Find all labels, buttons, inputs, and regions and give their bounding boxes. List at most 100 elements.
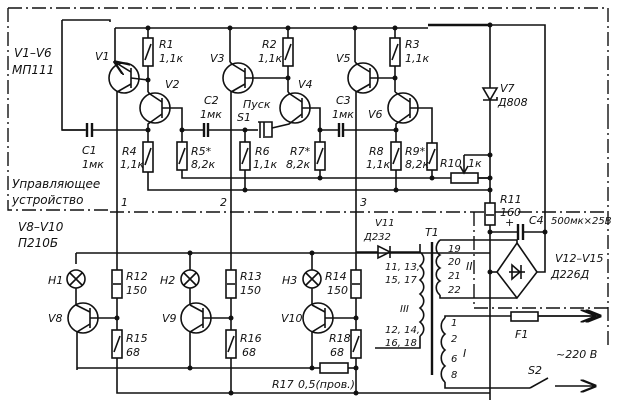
svg-text:S1: S1: [237, 111, 251, 124]
resistor-R8: R8 1,1к: [366, 130, 402, 190]
transistor-V4: V4: [271, 78, 321, 130]
svg-text:Д232: Д232: [363, 232, 391, 243]
svg-text:II: II: [466, 260, 473, 273]
svg-text:+: +: [505, 216, 514, 229]
node-label-3: 3: [360, 196, 367, 209]
resistor-R12: R12 150: [111, 269, 148, 299]
svg-text:R3: R3: [405, 38, 420, 51]
resistor-R5: R5* 8,2к: [176, 130, 320, 179]
svg-text:V8: V8: [48, 312, 63, 325]
svg-text:R6: R6: [255, 145, 270, 158]
svg-text:R8: R8: [369, 145, 384, 158]
svg-text:III: III: [400, 304, 409, 315]
transistor-V6: V6: [368, 91, 433, 143]
transistor-V2: V2: [139, 78, 183, 130]
svg-text:22: 22: [448, 285, 461, 296]
power-transistors-ref: V8–V10: [18, 220, 64, 234]
svg-text:150: 150: [240, 284, 261, 297]
svg-text:T1: T1: [425, 226, 439, 239]
control-transistors-type: МП111: [12, 63, 54, 77]
resistor-R7: R7* 8,2к: [286, 130, 326, 178]
svg-text:C2: C2: [204, 94, 219, 107]
svg-text:8,2к: 8,2к: [191, 158, 215, 171]
svg-text:11, 13,: 11, 13,: [385, 262, 420, 273]
svg-text:R16: R16: [240, 332, 262, 345]
resistor-R1: R1 1,1к: [142, 37, 183, 67]
svg-text:R18: R18: [329, 332, 351, 345]
lamp-H3: H3: [282, 269, 322, 289]
svg-text:V6: V6: [368, 108, 383, 121]
svg-text:C4: C4: [529, 214, 544, 227]
transformer-winding-I: 1 2 6 8 I: [440, 316, 600, 389]
lamp-H1: H1: [48, 269, 86, 289]
svg-text:R2: R2: [262, 38, 277, 51]
svg-text:1,1к: 1,1к: [159, 52, 183, 65]
svg-text:R12: R12: [126, 270, 148, 283]
svg-text:R17: R17: [272, 378, 294, 391]
svg-text:I: I: [463, 347, 466, 360]
node-label-2: 2: [220, 196, 227, 209]
svg-text:21: 21: [448, 271, 461, 282]
resistor-R17: R17 0,5(пров.): [272, 362, 356, 391]
resistor-R15: R15 68: [111, 329, 148, 359]
svg-text:H1: H1: [48, 274, 63, 287]
transistor-V1: V1: [95, 50, 149, 120]
svg-text:150: 150: [327, 284, 348, 297]
control-unit-label-2: устройство: [11, 193, 83, 207]
svg-text:R1: R1: [159, 38, 174, 51]
svg-text:2: 2: [451, 334, 457, 345]
switch-S1-start[interactable]: Пуск S1: [237, 98, 273, 138]
resistor-R18: R18 68: [329, 329, 362, 359]
svg-text:68: 68: [126, 346, 140, 359]
transistor-V10: V10: [281, 302, 356, 368]
resistor-R9: R9* 8,2к: [405, 142, 438, 178]
capacitor-C1: C1 1мк: [62, 123, 148, 171]
svg-text:V10: V10: [281, 312, 303, 325]
svg-text:1,1к: 1,1к: [253, 158, 277, 171]
svg-text:6: 6: [451, 354, 457, 365]
svg-text:S2: S2: [528, 364, 542, 377]
svg-text:V3: V3: [210, 52, 225, 65]
switch-S2[interactable]: S2: [528, 364, 549, 389]
svg-text:150: 150: [126, 284, 147, 297]
svg-text:16, 18: 16, 18: [385, 338, 417, 349]
fuse-F1: F1: [510, 311, 539, 341]
svg-text:1мк: 1мк: [332, 108, 354, 121]
svg-text:1,1к: 1,1к: [405, 52, 429, 65]
svg-text:V12–V15: V12–V15: [555, 252, 604, 265]
capacitor-C3: C3 1мк: [320, 94, 395, 137]
svg-text:1к: 1к: [468, 157, 482, 170]
svg-text:C3: C3: [336, 94, 351, 107]
resistor-R14: R14 150: [325, 269, 362, 299]
mains-voltage-label: ~220 В: [556, 348, 597, 361]
svg-text:R15: R15: [126, 332, 148, 345]
transformer-T1: T1: [425, 226, 439, 375]
potentiometer-R10[interactable]: R10 1к: [440, 154, 490, 184]
feedback-wire: [61, 20, 85, 131]
svg-text:68: 68: [330, 346, 344, 359]
control-unit-label-1: Управляющее: [12, 177, 100, 191]
transistor-V9: V9: [162, 302, 231, 370]
capacitor-C2: C2 1мк: [182, 94, 245, 137]
svg-text:R5*: R5*: [191, 145, 212, 158]
resistor-R3: R3 1,1к: [389, 37, 429, 67]
control-unit-boundary: [7, 7, 609, 348]
svg-text:V11: V11: [375, 218, 395, 229]
svg-text:R13: R13: [240, 270, 262, 283]
transformer-winding-III: 11, 13, 15, 17 III 12, 14, 16, 18: [375, 244, 425, 349]
svg-text:1: 1: [451, 318, 457, 329]
svg-text:H2: H2: [160, 274, 175, 287]
resistor-R4: R4 1,1к: [120, 130, 243, 191]
transistor-V8: V8: [48, 302, 117, 370]
svg-text:C1: C1: [82, 144, 97, 157]
svg-text:Д226Д: Д226Д: [550, 268, 590, 281]
svg-text:1,1к: 1,1к: [120, 158, 144, 171]
transformer-winding-II: 19 20 21 22 II: [435, 239, 518, 299]
svg-text:V9: V9: [162, 312, 177, 325]
zener-diode-V7: V7 Д808: [481, 82, 528, 109]
svg-text:160: 160: [500, 206, 521, 219]
power-transistors-type: П210Б: [18, 236, 58, 250]
svg-text:F1: F1: [515, 328, 528, 341]
svg-text:Д808: Д808: [497, 96, 528, 109]
